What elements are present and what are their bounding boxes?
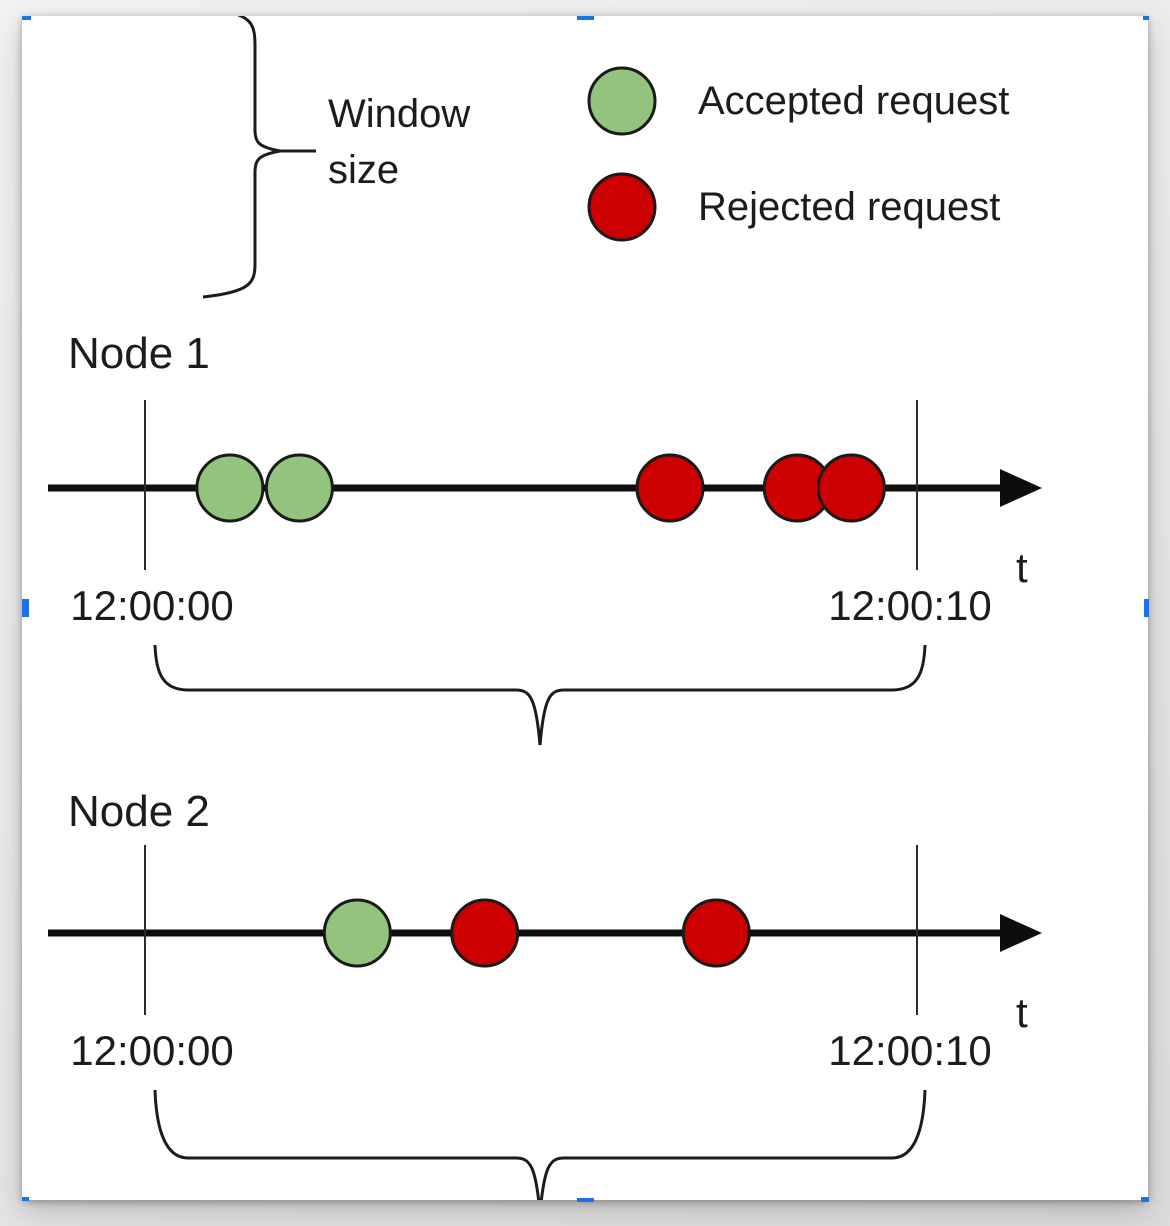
node1-events (195, 453, 886, 523)
legend-accepted-circle-icon (587, 66, 657, 136)
node2-end-time-label: 12:00:10 (828, 1027, 992, 1074)
window-size-label: Window size (328, 92, 471, 192)
request-circle-rejected (816, 453, 886, 523)
node2-start-time-label: 12:00:00 (70, 1027, 234, 1074)
request-circle-accepted (264, 453, 334, 523)
node1-axis-arrowhead-icon (1000, 469, 1042, 507)
node2-axis-arrowhead-icon (1000, 914, 1042, 952)
request-circle-accepted (322, 898, 392, 968)
request-circle-rejected (635, 453, 705, 523)
node2-window-span-brace (153, 1089, 927, 1200)
legend-accepted-label: Accepted request (698, 79, 1010, 123)
legend-rejected-label: Rejected request (698, 185, 1001, 229)
node2-events (322, 898, 751, 968)
rate-limit-window-diagram (48, 16, 1042, 1200)
node1-time-axis-label: t (1016, 544, 1028, 591)
node1-start-time-label: 12:00:00 (70, 582, 234, 629)
request-circle-accepted (195, 453, 265, 523)
legend-rejected-circle-icon (587, 172, 657, 242)
node1-end-time-label: 12:00:10 (828, 582, 992, 629)
window-size-brace (202, 16, 281, 299)
request-circle-rejected (450, 898, 520, 968)
request-circle-rejected (681, 898, 751, 968)
node1-window-span-brace (153, 644, 927, 746)
node2-time-axis-label: t (1016, 989, 1028, 1036)
node2-title: Node 2 (68, 787, 210, 836)
selected-diagram-image[interactable]: Window size Accepted request Rejected re… (22, 16, 1148, 1200)
node1-title: Node 1 (68, 329, 210, 378)
